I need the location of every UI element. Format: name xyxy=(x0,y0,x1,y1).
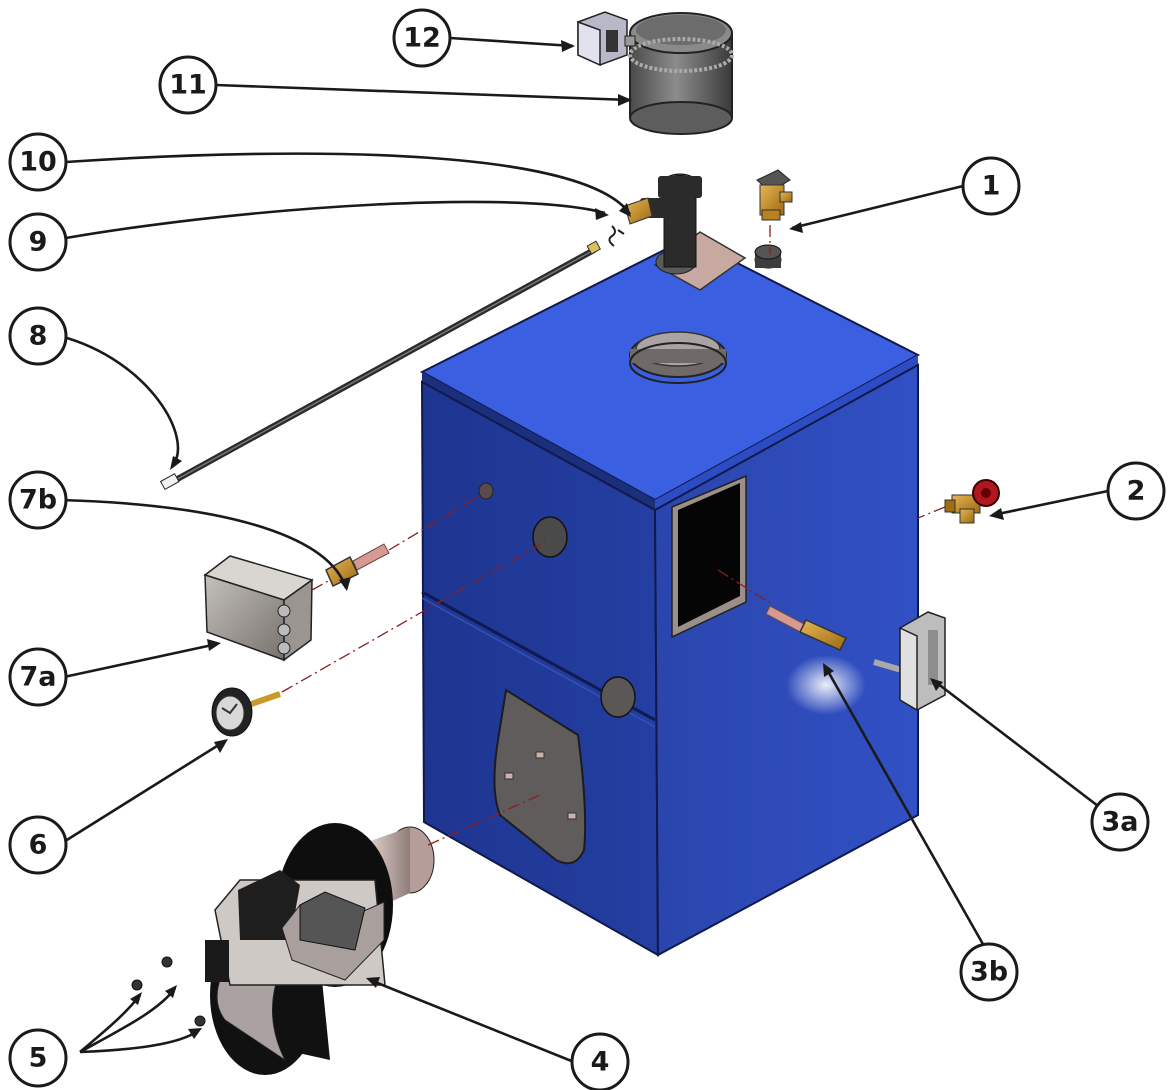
callout-1: 1 xyxy=(961,156,1021,216)
callout-label: 9 xyxy=(29,227,48,258)
sight-port xyxy=(600,676,636,718)
callout-label: 7b xyxy=(19,485,57,516)
callout-label: 5 xyxy=(29,1043,48,1074)
gauge-hole xyxy=(532,516,568,558)
sensor-well-part xyxy=(765,605,866,715)
callout-4: 4 xyxy=(570,1032,630,1090)
sensor-rod-part xyxy=(159,240,601,491)
callout-label: 3b xyxy=(970,957,1008,988)
callout-2: 2 xyxy=(1106,461,1166,521)
callout-12: 12 xyxy=(392,8,452,68)
callout-6: 6 xyxy=(8,815,68,875)
tee-fitting-part xyxy=(624,173,702,268)
boiler-cabinet xyxy=(419,231,921,957)
callout-9: 9 xyxy=(8,212,68,272)
callout-label: 6 xyxy=(29,830,48,861)
flue-collar-part xyxy=(628,12,734,135)
mounting-nuts-part xyxy=(131,956,206,1027)
relief-valve-part xyxy=(756,169,793,221)
callout-11: 11 xyxy=(158,55,218,115)
oil-burner-part xyxy=(205,823,435,1075)
callout-5: 5 xyxy=(8,1028,68,1088)
drain-valve-part xyxy=(944,479,1000,524)
draft-control-part xyxy=(577,11,636,67)
callout-label: 3a xyxy=(1101,807,1138,838)
callout-10: 10 xyxy=(8,132,68,192)
immersion-well-part xyxy=(325,543,390,588)
callout-7a: 7a xyxy=(8,647,68,707)
assembly-axis-lines xyxy=(281,225,946,846)
callout-7b: 7b xyxy=(8,470,68,530)
callout-label: 8 xyxy=(29,321,48,352)
callout-label: 4 xyxy=(591,1047,610,1078)
burner-mounting-plate xyxy=(493,688,587,865)
upper-tapping-hole xyxy=(478,482,494,500)
callout-3a: 3a xyxy=(1090,792,1150,852)
callout-label: 2 xyxy=(1127,476,1146,507)
control-box-part xyxy=(203,555,314,662)
callout-8: 8 xyxy=(8,306,68,366)
callout-label: 1 xyxy=(982,171,1001,202)
callout-label: 11 xyxy=(169,70,207,101)
gauge-part xyxy=(211,687,281,737)
callout-label: 12 xyxy=(403,23,441,54)
wire-clip-part xyxy=(608,225,625,247)
callout-label: 7a xyxy=(19,662,56,693)
callout-3b: 3b xyxy=(959,942,1019,1002)
leader-lines xyxy=(59,36,1109,1064)
callout-label: 10 xyxy=(19,147,57,178)
